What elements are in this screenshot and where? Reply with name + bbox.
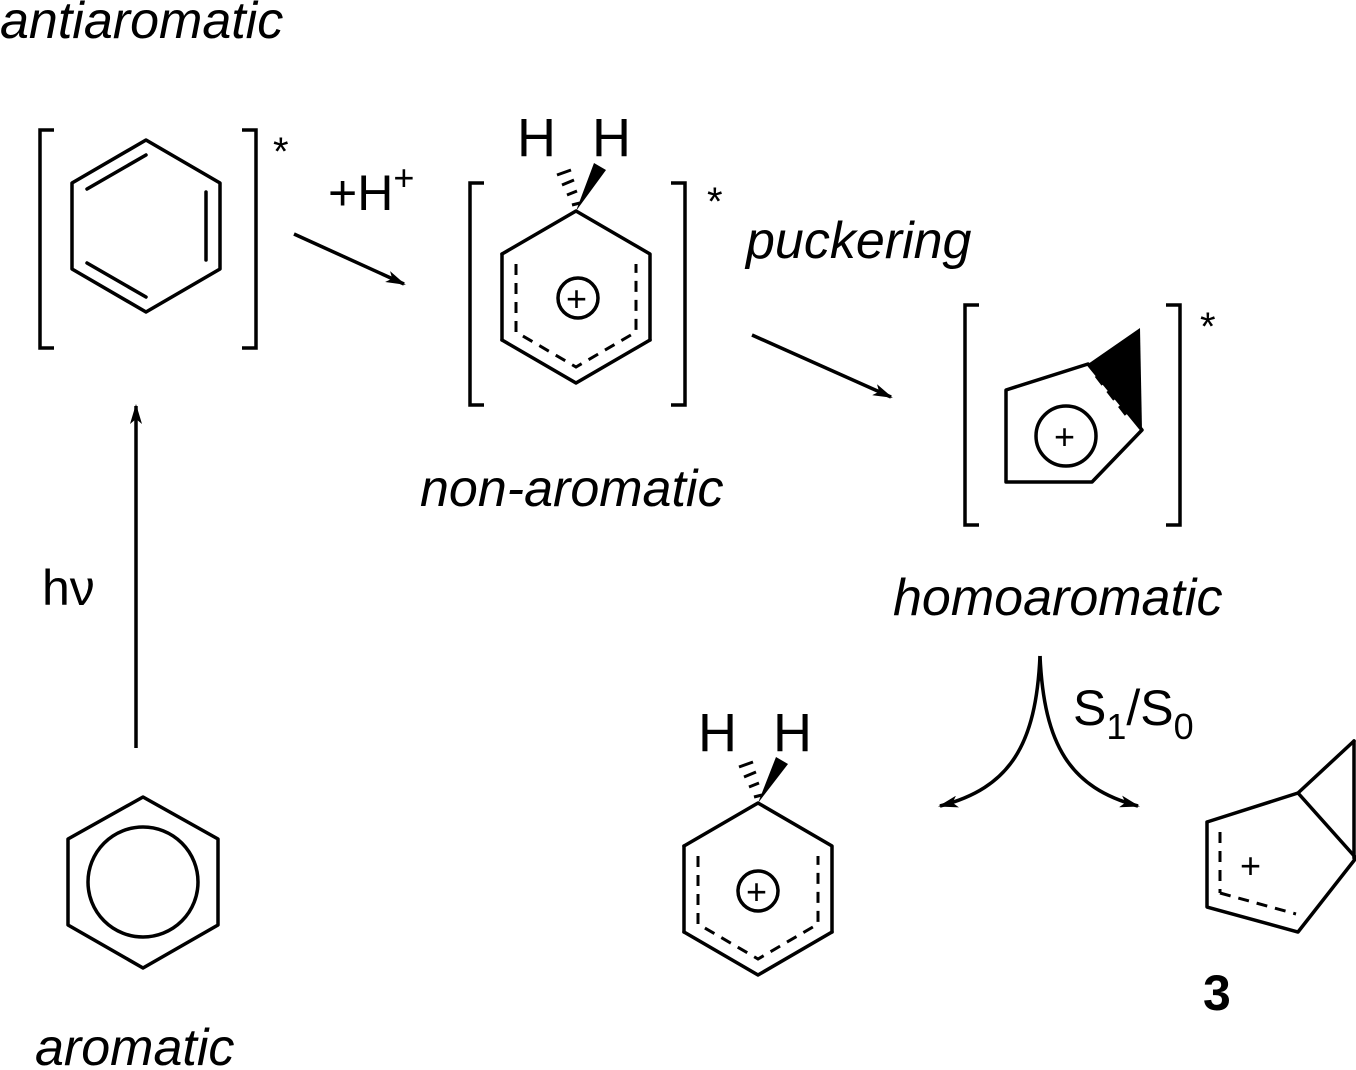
- label-homoaromatic: homoaromatic: [893, 569, 1222, 627]
- positive-charge: +: [1240, 845, 1261, 886]
- hydrogen-left: H: [517, 108, 556, 168]
- left-bracket: [38, 128, 54, 350]
- right-bracket: [1166, 303, 1182, 527]
- benzene-excited-structure: *: [38, 128, 289, 350]
- label-hv: hν: [42, 560, 95, 616]
- label-s1-s0: S1/S0: [1073, 680, 1194, 747]
- positive-charge: +: [566, 278, 587, 319]
- puckering-step: puckering: [744, 212, 972, 399]
- bicyclic-cation-3: +: [1205, 739, 1356, 934]
- benzene-ring: [70, 138, 222, 314]
- label-aromatic: aromatic: [35, 1019, 234, 1070]
- right-bracket: [671, 181, 687, 407]
- excited-star: *: [1200, 305, 1216, 349]
- excited-star: *: [273, 130, 289, 174]
- hydrogen-left: H: [698, 703, 737, 763]
- branch-arrow-right: [1038, 655, 1140, 808]
- photoexcitation-step: hν: [42, 404, 142, 748]
- left-bracket: [963, 303, 979, 527]
- s1-s0-branching: S1/S0: [938, 655, 1194, 808]
- aromatic-circle: [86, 825, 200, 939]
- label-puckering: puckering: [744, 212, 972, 270]
- positive-charge: +: [1054, 416, 1075, 457]
- right-bracket: [242, 128, 258, 350]
- excited-star: *: [707, 180, 723, 224]
- left-bracket: [468, 181, 484, 407]
- label-protonation: +H+: [328, 157, 414, 221]
- compound-number: 3: [1203, 965, 1231, 1021]
- benzene-ring: [66, 795, 220, 970]
- protonated-benzene-ground: H H +: [682, 703, 834, 977]
- hydrogen-right: H: [773, 703, 812, 763]
- homoaromatic-cation-excited: + *: [963, 303, 1216, 527]
- branch-arrow-left: [938, 655, 1042, 808]
- protonated-benzene-excited: H H + *: [468, 108, 723, 407]
- puckering-arrow: [751, 333, 893, 399]
- protonation-arrow: [293, 232, 406, 286]
- five-membered-ring: [1004, 362, 1144, 484]
- benzene-ground-structure: [66, 795, 220, 970]
- label-antiaromatic: antiaromatic: [0, 0, 283, 50]
- label-non-aromatic: non-aromatic: [420, 460, 723, 518]
- positive-charge: +: [746, 871, 767, 912]
- hydrogen-right: H: [592, 108, 631, 168]
- protonation-step: +H+: [293, 157, 414, 286]
